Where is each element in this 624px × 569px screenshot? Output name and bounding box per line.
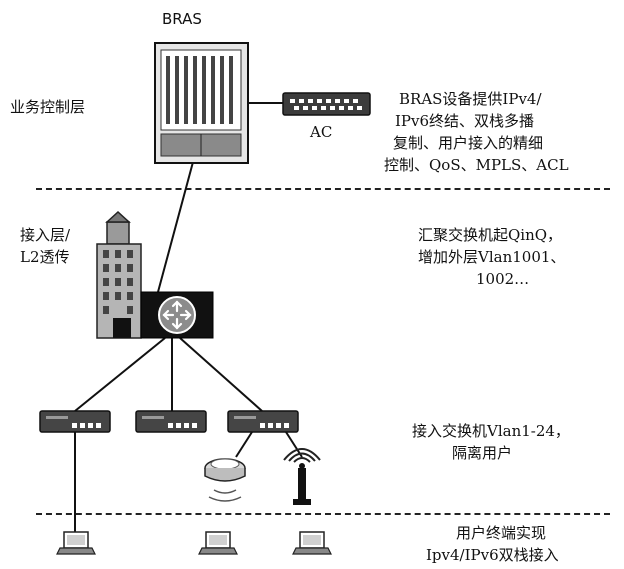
bras-note-line4: 控制、QoS、MPLS、ACL <box>384 156 569 174</box>
access-switch-2-icon <box>135 410 207 433</box>
ceiling-ap-icon <box>204 458 246 502</box>
agg-note-line1: 汇聚交换机起QinQ， <box>418 226 563 244</box>
service-control-layer-label: 业务控制层 <box>10 98 86 116</box>
access-layer-label-line1: 接入层/ <box>20 226 71 244</box>
link-agg-sw1 <box>74 337 166 412</box>
link-bras-agg <box>157 161 194 293</box>
building-icon <box>96 210 142 339</box>
bras-note-line2: IPv6终结、双栈多播 <box>395 112 535 130</box>
bras-router-icon <box>154 42 249 164</box>
access-switch-note-line2: 隔离用户 <box>452 444 513 462</box>
access-switch-1-icon <box>39 410 111 433</box>
agg-note-line3: 1002… <box>476 270 530 288</box>
bras-note-line3: 复制、用户接入的精细 <box>393 134 544 152</box>
layer-divider-bottom <box>36 513 610 515</box>
link-sw3-ap1 <box>235 431 253 458</box>
antenna-ap-icon <box>283 448 321 505</box>
access-switch-3-icon <box>227 410 299 433</box>
terminal-note-line2: Ipv4/IPv6双栈接入 <box>426 546 559 564</box>
access-switch-note-line1: 接入交换机Vlan1-24， <box>412 422 570 440</box>
terminal-note-line1: 用户终端实现 <box>456 524 547 542</box>
laptop-3-icon <box>292 531 332 555</box>
bras-label: BRAS <box>162 10 202 28</box>
link-agg-sw3 <box>179 337 263 412</box>
laptop-1-icon <box>56 531 96 555</box>
aggregation-switch-icon <box>140 291 214 339</box>
layer-divider-top <box>36 188 610 190</box>
access-layer-label-line2: L2透传 <box>20 248 70 266</box>
ac-controller-icon <box>282 92 371 116</box>
ac-label: AC <box>310 123 333 141</box>
bras-note-line1: BRAS设备提供IPv4/ <box>399 90 542 108</box>
laptop-2-icon <box>198 531 238 555</box>
agg-note-line2: 增加外层Vlan1001、 <box>418 248 566 266</box>
